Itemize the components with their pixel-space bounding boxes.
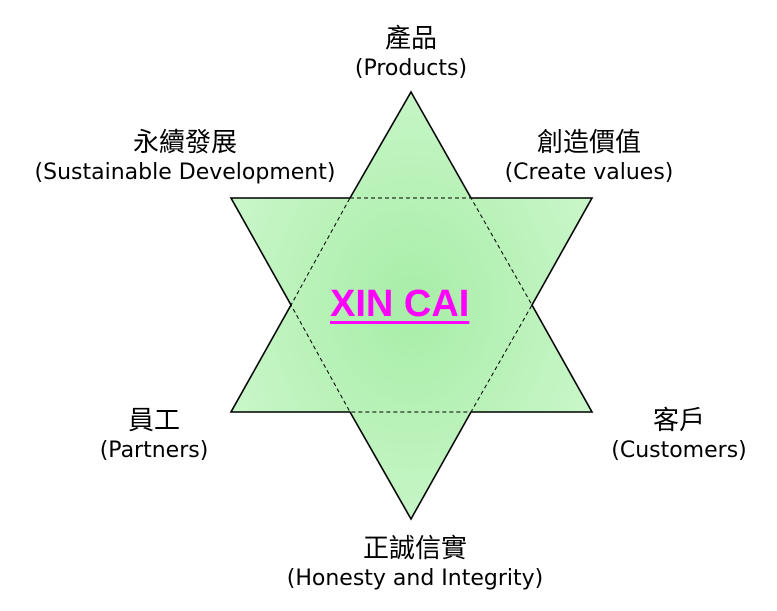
node-create-values-en: (Create values) bbox=[504, 160, 674, 185]
node-create-values-zh: 創造價值 bbox=[536, 128, 641, 158]
star-fill bbox=[229, 90, 594, 521]
node-honesty-integrity-en: (Honesty and Integrity) bbox=[286, 566, 544, 591]
node-partners: 員工 (Partners) bbox=[85, 408, 223, 462]
node-sustainable-development: 永續發展 (Sustainable Development) bbox=[18, 130, 352, 184]
node-sustainable-development-zh: 永續發展 bbox=[132, 128, 237, 158]
center-title: XIN CAI bbox=[330, 283, 470, 325]
node-products: 產品 (Products) bbox=[337, 26, 485, 80]
node-customers: 客戶 (Customers) bbox=[600, 408, 758, 462]
node-customers-en: (Customers) bbox=[611, 438, 747, 463]
node-customers-zh: 客戶 bbox=[652, 406, 705, 436]
node-honesty-integrity: 正誠信實 (Honesty and Integrity) bbox=[270, 536, 560, 590]
node-partners-zh: 員工 bbox=[127, 406, 180, 436]
node-sustainable-development-en: (Sustainable Development) bbox=[34, 160, 336, 185]
node-partners-en: (Partners) bbox=[99, 438, 209, 463]
node-create-values: 創造價值 (Create values) bbox=[492, 130, 686, 184]
node-products-zh: 產品 bbox=[384, 24, 437, 54]
inner-hexagon bbox=[290, 197, 533, 413]
node-products-en: (Products) bbox=[354, 56, 468, 81]
node-honesty-integrity-zh: 正誠信實 bbox=[362, 534, 467, 564]
